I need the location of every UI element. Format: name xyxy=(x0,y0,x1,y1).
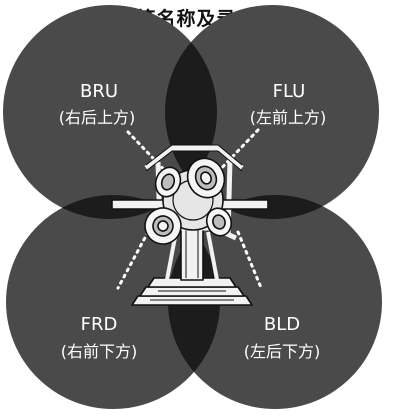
zone-code-bld: BLD xyxy=(264,314,300,335)
zone-circle-bld xyxy=(168,195,382,409)
mic-capsule-flu xyxy=(186,157,226,199)
stand-base xyxy=(131,277,253,306)
direction-lines xyxy=(116,128,264,292)
zone-desc-bld: (左后下方) xyxy=(244,342,321,361)
direction-line-bld xyxy=(236,230,264,292)
zone-desc-flu: (左前上方) xyxy=(250,108,327,127)
ambisonic-microphone-illustration xyxy=(111,144,269,306)
zone-labels: BRU (右后上方) FLU (左前上方) FRD (右前下方) BLD (左后… xyxy=(59,81,327,361)
strut-right xyxy=(206,231,220,286)
zone-code-bru: BRU xyxy=(80,81,118,102)
zone-code-frd: FRD xyxy=(81,314,118,335)
zone-code-flu: FLU xyxy=(273,81,306,102)
mic-capsule-bru xyxy=(154,166,182,198)
zone-circle-frd xyxy=(6,195,220,409)
stand-pole xyxy=(180,225,204,281)
mic-capsule-bld xyxy=(205,207,233,237)
zone-desc-frd: (右前下方) xyxy=(61,342,138,361)
zone-circle-bru xyxy=(3,5,217,219)
zone-desc-bru: (右后上方) xyxy=(59,108,136,127)
mic-capsule-frd xyxy=(144,207,182,245)
